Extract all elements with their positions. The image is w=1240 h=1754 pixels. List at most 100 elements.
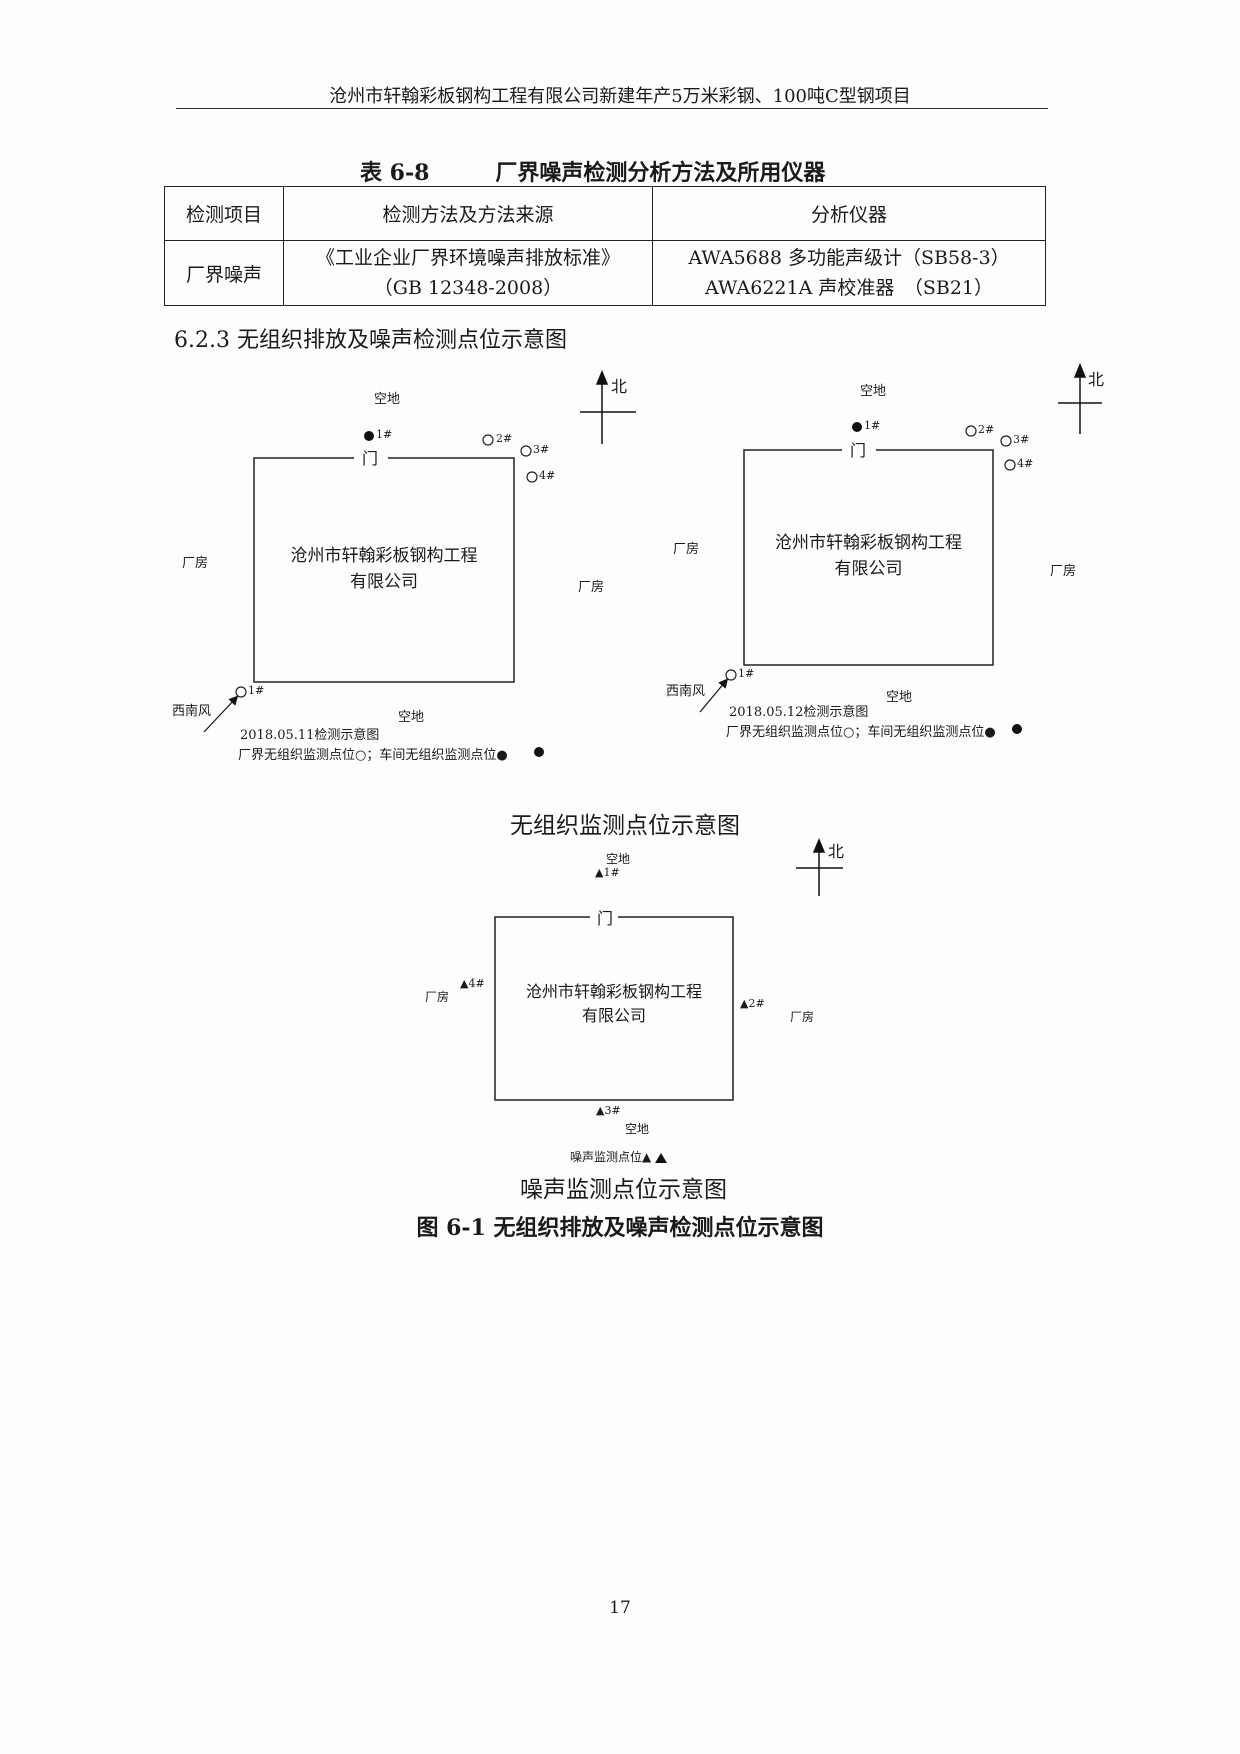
diagram3-company-line2: 有限公司 xyxy=(581,1006,646,1025)
diagram1-building-outline xyxy=(253,457,515,683)
diagram1-north-label: 北 xyxy=(611,377,628,396)
diagram1-date-label: 2018.05.11检测示意图 xyxy=(240,728,380,743)
diagram3-north-arrow xyxy=(796,838,843,896)
triangle-marker-icon: ▲ xyxy=(460,977,469,990)
diagram2-point-o1-label: 1# xyxy=(738,667,755,680)
diagram1-graphics xyxy=(203,370,636,757)
diagram1-wind-arrow xyxy=(203,695,239,733)
diagram1-point-o2-label: 2# xyxy=(496,432,513,445)
diagram3-left-label: 厂房 xyxy=(425,990,450,1004)
diagram3-point-t3: ▲3# xyxy=(596,1104,621,1117)
diagram2-point-o2-marker xyxy=(965,425,977,437)
triangle-marker-icon: ▲ xyxy=(740,997,749,1010)
diagram1-legend-filled-dot xyxy=(534,747,544,757)
diagram1-company-line2: 有限公司 xyxy=(350,572,418,592)
col-header-instrument: 分析仪器 xyxy=(652,186,1046,241)
diagram1-right-label: 厂房 xyxy=(578,580,605,595)
diagram3-gate-label: 门 xyxy=(597,909,614,928)
diagram1-gate-label: 门 xyxy=(362,449,379,468)
diagram2-left-label: 厂房 xyxy=(673,542,700,557)
unorganized-diagram-caption: 无组织监测点位示意图 xyxy=(510,813,740,839)
diagram2-point-o4-label: 4# xyxy=(1017,457,1034,470)
diagram3-legend-triangle xyxy=(655,1153,667,1163)
diagram3-point-t4-label: 4# xyxy=(468,977,485,990)
noise-method-table: 检测项目 检测方法及方法来源 分析仪器 厂界噪声 《工业企业厂界环境噪声排放标准… xyxy=(164,186,1046,306)
page-number: 17 xyxy=(609,1598,631,1618)
diagram1-bottom-label: 空地 xyxy=(398,710,425,725)
figure-caption: 图 6-1 无组织排放及噪声检测点位示意图 xyxy=(416,1215,824,1241)
cell-instrument: AWA5688 多功能声级计（SB58-3） AWA6221A 声校准器 （SB… xyxy=(652,240,1046,306)
diagram1-point-o1-label: 1# xyxy=(248,684,265,697)
diagram1-top-label: 空地 xyxy=(374,392,401,407)
diagram1-point-w1-marker xyxy=(364,431,374,441)
diagram2-top-label: 空地 xyxy=(860,384,887,399)
diagram1-point-o1-marker xyxy=(235,686,247,698)
diagram3-right-label: 厂房 xyxy=(790,1010,815,1024)
diagram1-wind-label: 西南风 xyxy=(172,704,212,719)
diagram3-point-t4: ▲4# xyxy=(460,977,485,990)
diagram3-company-name: 沧州市轩翰彩板钢构工程 有限公司 xyxy=(495,980,733,1028)
diagram2-point-o2-label: 2# xyxy=(978,423,995,436)
diagram2-bottom-label: 空地 xyxy=(886,690,913,705)
diagram2-graphics xyxy=(699,363,1102,734)
diagram2-right-label: 厂房 xyxy=(1050,564,1077,579)
diagram3-graphics xyxy=(494,838,843,1163)
instrument-line-1: AWA5688 多功能声级计（SB58-3） xyxy=(688,247,1010,269)
diagram2-north-arrow xyxy=(1058,363,1102,434)
diagram1-company-name: 沧州市轩翰彩板钢构工程 有限公司 xyxy=(254,543,514,595)
table-row: 厂界噪声 《工业企业厂界环境噪声排放标准》 （GB 12348-2008） AW… xyxy=(164,240,1046,306)
diagram3-point-t2-label: 2# xyxy=(748,997,765,1010)
diagram2-legend: 厂界无组织监测点位○；车间无组织监测点位● xyxy=(726,725,996,740)
diagram3-company-line1: 沧州市轩翰彩板钢构工程 xyxy=(525,982,702,1001)
diagram1-north-arrow xyxy=(580,370,636,444)
table-caption: 表 6-8 厂界噪声检测分析方法及所用仪器 xyxy=(360,160,826,186)
diagram2-legend-filled-dot xyxy=(1012,724,1022,734)
diagram2-company-name: 沧州市轩翰彩板钢构工程 有限公司 xyxy=(744,530,993,582)
diagram2-gate-label: 门 xyxy=(850,441,867,460)
diagram1-legend: 厂界无组织监测点位○；车间无组织监测点位● xyxy=(238,748,508,763)
diagram2-wind-label: 西南风 xyxy=(666,684,706,699)
diagram3-north-label: 北 xyxy=(828,842,845,861)
diagram1-company-line1: 沧州市轩翰彩板钢构工程 xyxy=(290,546,478,566)
diagram1-point-o4-marker xyxy=(526,471,538,483)
diagram1-left-label: 厂房 xyxy=(182,556,209,571)
diagram2-building-outline xyxy=(743,449,994,666)
triangle-marker-icon: ▲ xyxy=(596,1104,605,1117)
diagram2-point-o3-label: 3# xyxy=(1013,433,1030,446)
diagram2-point-w1-label: 1# xyxy=(864,419,881,432)
diagram2-point-o1-marker xyxy=(725,669,737,681)
diagram3-point-t2: ▲2# xyxy=(740,997,765,1010)
diagram2-point-o4-marker xyxy=(1004,459,1016,471)
diagram2-date-label: 2018.05.12检测示意图 xyxy=(729,705,869,720)
table-header-row: 检测项目 检测方法及方法来源 分析仪器 xyxy=(164,186,1046,241)
col-header-method: 检测方法及方法来源 xyxy=(283,186,653,241)
diagram1-point-o3-label: 3# xyxy=(533,443,550,456)
instrument-line-2: AWA6221A 声校准器 （SB21） xyxy=(704,277,994,299)
diagram1-point-o3-marker xyxy=(520,445,532,457)
diagram2-company-line2: 有限公司 xyxy=(834,559,903,579)
diagram2-point-o3-marker xyxy=(1000,435,1012,447)
diagram3-bottom-label: 空地 xyxy=(625,1122,650,1136)
diagram2-point-w1-marker xyxy=(852,422,862,432)
section-title: 6.2.3 无组织排放及噪声检测点位示意图 xyxy=(174,328,567,353)
diagram3-building-outline xyxy=(494,916,734,1101)
diagram2-wind-arrow xyxy=(699,678,729,713)
triangle-marker-icon: ▲ xyxy=(595,866,604,879)
diagram1-point-w1-label: 1# xyxy=(376,428,393,441)
diagram2-north-label: 北 xyxy=(1088,370,1105,389)
header-rule xyxy=(176,108,1048,109)
cell-method: 《工业企业厂界环境噪声排放标准》 （GB 12348-2008） xyxy=(283,240,653,306)
diagram3-point-t1: ▲1# xyxy=(595,866,620,879)
col-header-item: 检测项目 xyxy=(164,186,284,241)
noise-diagram-caption: 噪声监测点位示意图 xyxy=(520,1177,727,1203)
page-header: 沧州市轩翰彩板钢构工程有限公司新建年产5万米彩钢、100吨C型钢项目 xyxy=(329,86,911,107)
diagram3-top-label: 空地 xyxy=(606,852,631,866)
diagram1-point-o2-marker xyxy=(482,434,494,446)
cell-item: 厂界噪声 xyxy=(164,240,284,306)
method-line-1: 《工业企业厂界环境噪声排放标准》 xyxy=(315,247,620,269)
diagram2-company-line1: 沧州市轩翰彩板钢构工程 xyxy=(775,533,962,553)
diagram1-point-o4-label: 4# xyxy=(539,469,556,482)
diagram3-legend: 噪声监测点位▲ xyxy=(570,1150,652,1164)
diagram3-point-t3-label: 3# xyxy=(604,1104,621,1117)
